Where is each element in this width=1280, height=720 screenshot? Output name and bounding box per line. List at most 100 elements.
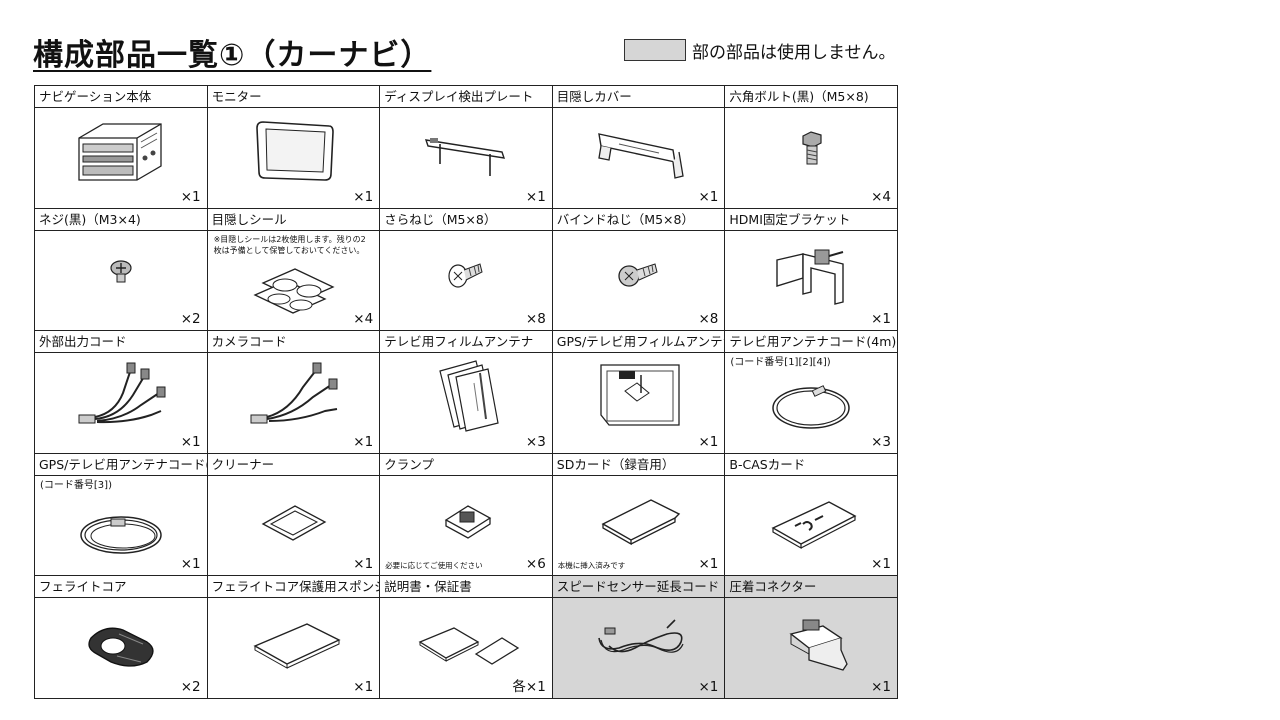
part-note: (コード番号[1][2][4]) — [730, 357, 831, 369]
part-quantity: ×1 — [353, 556, 374, 573]
part-cell: テレビ用フィルムアンテナ ×3 — [380, 331, 553, 454]
part-cell: 目隠しシール ※目隠しシールは2枚使用します。残りの2 枚は予備として保管しておい… — [207, 208, 381, 332]
gps-tv-film-antenna-icon — [553, 353, 725, 435]
part-quantity: ×6 — [525, 556, 546, 573]
part-quantity: ×2 — [180, 311, 201, 328]
part-cell: GPS/テレビ用フィルムアンテナ ×1 — [552, 331, 726, 454]
clamp-icon — [380, 476, 552, 558]
tv-film-antenna-icon — [380, 353, 552, 435]
part-quantity: ×1 — [698, 678, 719, 695]
b-cas-card-icon — [725, 476, 897, 558]
part-quantity: ×4 — [353, 311, 374, 328]
part-name: 説明書・保証書 — [380, 576, 552, 599]
hdmi-bracket-icon — [725, 231, 897, 313]
part-name: HDMI固定ブラケット — [725, 209, 897, 231]
part-quantity: ×8 — [698, 311, 719, 328]
part-quantity: ×1 — [180, 433, 201, 450]
part-quantity: ×1 — [698, 188, 719, 205]
part-name: B-CASカード — [725, 454, 897, 476]
part-quantity: ×1 — [353, 188, 374, 205]
part-quantity: ×3 — [525, 433, 546, 450]
part-name: クランプ — [380, 454, 552, 476]
part-quantity: 各×1 — [512, 678, 546, 695]
part-name: ナビゲーション本体 — [35, 86, 207, 108]
part-name: モニター — [207, 86, 380, 108]
external-output-cord-icon — [35, 353, 207, 435]
part-quantity: ×4 — [871, 188, 891, 205]
cleaner-icon — [208, 476, 380, 558]
display-detection-plate-icon — [380, 108, 552, 190]
legend-gray-swatch — [624, 39, 686, 61]
part-name: 六角ボルト(黒)（M5×8) — [725, 86, 897, 108]
part-name: さらねじ（M5×8） — [380, 209, 552, 231]
part-cell: ネジ(黒)（M3×4) ×2 — [35, 208, 208, 332]
part-cell: HDMI固定ブラケット×1 — [725, 208, 898, 332]
ferrite-sponge-icon — [208, 598, 380, 680]
legend-text: 部の部品は使用しません。 — [692, 42, 896, 63]
part-name: 外部出力コード — [35, 331, 207, 354]
part-cell: テレビ用アンテナコード(4m) (コード番号[1][2][4]) ×3 — [725, 331, 898, 454]
part-name: GPS/テレビ用アンテナコード(4m) — [35, 454, 207, 476]
part-quantity: ×2 — [180, 678, 201, 695]
part-cell: 説明書・保証書各×1 — [380, 576, 553, 699]
tv-antenna-cord-icon — [725, 371, 897, 435]
part-quantity: ×1 — [698, 556, 719, 573]
part-name: SDカード（録音用） — [552, 454, 725, 476]
ferrite-core-icon — [35, 598, 207, 680]
part-quantity: ×1 — [180, 556, 201, 573]
part-name: バインドねじ（M5×8） — [552, 209, 725, 231]
part-name: ネジ(黒)（M3×4) — [35, 209, 207, 231]
part-cell: スピードセンサー延長コード ×1 — [552, 576, 726, 699]
part-cell: フェライトコア保護用スポンジ ×1 — [207, 576, 381, 699]
speed-sensor-cord-icon — [553, 598, 725, 680]
part-quantity: ×3 — [871, 433, 891, 450]
part-cell: バインドねじ（M5×8） ×8 — [552, 208, 726, 332]
hex-bolt-icon — [725, 108, 897, 190]
part-cell: 圧着コネクター ×1 — [725, 576, 898, 699]
blind-cover-icon — [553, 108, 725, 190]
part-cell: さらねじ（M5×8）×8 — [380, 208, 553, 332]
part-name: 目隠しカバー — [552, 86, 725, 108]
part-name: フェライトコア保護用スポンジ — [207, 576, 380, 599]
part-quantity: ×1 — [525, 188, 546, 205]
camera-cord-icon — [208, 353, 380, 435]
part-quantity: ×1 — [353, 433, 374, 450]
part-cell: B-CASカード ×1 — [725, 453, 898, 577]
part-cell: 六角ボルト(黒)（M5×8) ×4 — [725, 86, 898, 209]
part-name: クリーナー — [207, 454, 380, 476]
part-cell: クランプ必要に応じてご使用ください ×6 — [380, 453, 553, 577]
gps-tv-antenna-cord-icon — [35, 494, 207, 558]
part-cell: 外部出力コード ×1 — [35, 331, 208, 454]
part-footnote: 本機に挿入済みです — [557, 561, 626, 571]
unused-legend: 部の部品は使用しません。 — [624, 38, 896, 63]
part-quantity: ×1 — [180, 188, 201, 205]
part-name: 圧着コネクター — [725, 576, 897, 599]
blind-seal-icon — [208, 249, 380, 315]
part-note: ※目隠しシールは2枚使用します。残りの2 枚は予備として保管しておいてください。 — [213, 234, 366, 255]
part-name: 目隠しシール — [207, 209, 380, 231]
part-quantity: ×1 — [353, 678, 374, 695]
part-name: テレビ用フィルムアンテナ — [380, 331, 552, 354]
part-name: ディスプレイ検出プレート — [380, 86, 552, 108]
part-name: GPS/テレビ用フィルムアンテナ — [552, 331, 725, 354]
page-title: 構成部品一覧①（カーナビ） — [33, 38, 432, 73]
parts-grid: ナビゲーション本体 ×1 モニター ×1 ディスプレイ検出プレート ×1 目隠しカバー ×1 六… — [34, 85, 898, 699]
part-quantity: ×1 — [698, 433, 719, 450]
part-name: スピードセンサー延長コード — [552, 576, 725, 599]
part-quantity: ×1 — [871, 556, 891, 573]
part-cell: ディスプレイ検出プレート ×1 — [380, 86, 553, 209]
crimp-connector-icon — [725, 598, 897, 680]
part-quantity: ×1 — [871, 678, 891, 695]
part-cell: 目隠しカバー ×1 — [552, 86, 726, 209]
part-name: テレビ用アンテナコード(4m) — [725, 331, 897, 354]
part-footnote: 必要に応じてご使用ください — [385, 561, 483, 571]
part-cell: GPS/テレビ用アンテナコード(4m)(コード番号[3])×1 — [35, 453, 208, 577]
part-cell: SDカード（録音用） 本機に挿入済みです ×1 — [552, 453, 726, 577]
monitor-icon — [208, 108, 380, 190]
part-cell: フェライトコア×2 — [35, 576, 208, 699]
navigation-unit-icon — [35, 108, 207, 190]
black-screw-icon — [35, 231, 207, 313]
binding-screw-icon — [553, 231, 725, 313]
manual-warranty-icon — [380, 598, 552, 680]
flat-head-screw-icon — [380, 231, 552, 313]
